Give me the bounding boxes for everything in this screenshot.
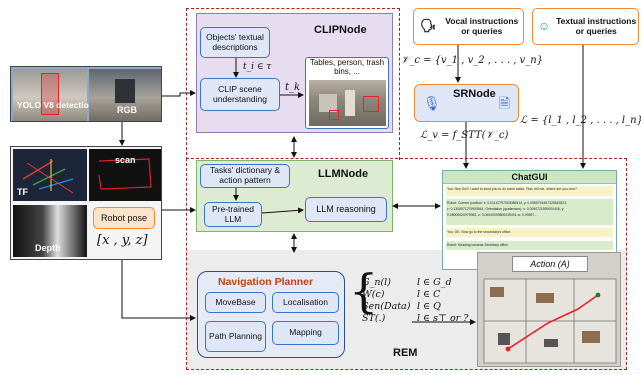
tasks-dictionary-box: Tasks' dictionary & action pattern <box>200 164 290 188</box>
chat-line: z: 0.1308571279900561, Orientation (quat… <box>447 207 565 211</box>
perception-dashed-boundary <box>186 8 400 160</box>
yolo-view: YOLO V8 detection <box>13 69 94 121</box>
vocal-instructions-text: Vocal instructions or queries <box>445 15 519 36</box>
chat-line: Robot: Heading towards Secretary office. <box>447 243 509 247</box>
case-right: l ∈ Q <box>417 301 441 312</box>
srnode-box: 🎙 SRNode 🗎 <box>414 84 519 122</box>
scan-view: scan <box>89 149 161 201</box>
depth-view: Depth <box>13 205 87 257</box>
llmnode-title: LLMNode <box>318 168 369 180</box>
llm-reasoning-box: LLM reasoning <box>305 197 387 222</box>
robot-pose-box: Robot pose <box>93 207 155 229</box>
chat-line: You: Hey Go!!! I want to send you to do … <box>447 187 577 191</box>
document-icon: 🗎 <box>498 94 510 111</box>
case-right: l ∈ G_d <box>417 277 452 288</box>
chat-message <box>446 186 613 196</box>
chat-line: 0.08000020979982, z: 0.05000099800035401… <box>447 213 537 217</box>
navigation-planner-title: Navigation Planner <box>218 276 314 288</box>
case-left: ST(.) <box>362 313 386 324</box>
case-right: l ∈ C <box>417 289 441 300</box>
case-left: G_n(l) <box>362 277 391 288</box>
chat-message <box>446 228 613 237</box>
sensor-camera-panel: YOLO V8 detection RGB <box>10 66 162 122</box>
chat-user-icon: ☺ <box>538 18 551 33</box>
yolo-label: YOLO V8 detection <box>17 100 94 110</box>
textual-instructions-box: ☺ Textual instructions or queries <box>532 8 639 45</box>
cases-brace: { <box>349 264 379 318</box>
depth-label: Depth <box>35 243 61 253</box>
case-left: Sen(Data) <box>362 301 411 312</box>
localisation-box: Localisation <box>272 292 339 313</box>
robot-pose-math: [x , y, z] <box>97 233 148 248</box>
sensor-data-panel: TF scan Depth Robot pose [x , y, z] <box>10 146 162 260</box>
tf-frames-graphic <box>22 159 74 194</box>
clip-scene-box: CLIP scene understanding <box>200 78 280 111</box>
action-map-panel: Action (A) <box>477 252 621 367</box>
ti-label: t_i ∈ τ <box>243 62 272 72</box>
chat-line: You: OK. Now go to the secondary's offic… <box>447 230 512 234</box>
action-map-graphic <box>483 278 617 364</box>
chatgui-title: ChatGUI <box>511 172 548 182</box>
chat-message <box>446 241 613 250</box>
chatgui-titlebar <box>443 171 616 184</box>
rem-label: REM <box>393 347 418 359</box>
movebase-box: MoveBase <box>205 292 266 313</box>
action-label: Action (A) <box>512 256 588 272</box>
clipnode-title: CLIPNode <box>314 24 367 36</box>
speaking-head-icon: 🗣 <box>420 18 437 34</box>
objects-descriptions-box: Objects' textual descriptions <box>200 27 270 58</box>
microphone-icon: 🎙 <box>423 94 441 111</box>
rgb-label: RGB <box>117 105 137 115</box>
scene-snapshot-image <box>309 80 386 126</box>
case-right: l ∈ s⊤ or ? <box>417 313 469 324</box>
objects-list-text: Tables, person, trash bins, ... <box>309 58 385 76</box>
vocal-instructions-box: 🗣 Vocal instructions or queries <box>413 8 524 45</box>
l-formula: ℒ = {l_1 , l_2 , . . . , l_n} <box>520 115 641 126</box>
case-left: W(c) <box>362 289 385 300</box>
scan-graphic <box>98 158 152 190</box>
rgb-view: RGB <box>89 69 161 121</box>
chat-message <box>446 199 613 225</box>
scene-snapshot-box: Tables, person, trash bins, ... <box>305 57 389 129</box>
scan-label: scan <box>115 155 136 165</box>
tf-label: TF <box>17 187 28 197</box>
textual-instructions-text: Textual instructions or queries <box>556 15 637 36</box>
srnode-label: SRNode <box>453 88 496 100</box>
mapping-box: Mapping <box>272 321 339 345</box>
pretrained-llm-box: Pre-trained LLM <box>204 202 262 227</box>
chat-line: Robot: Current position: x: 0.0114279709… <box>447 201 568 205</box>
vc-formula: 𝒱_c = {v_1 , v_2 , . . . , v_n} <box>401 55 544 66</box>
tf-view: TF <box>13 149 87 201</box>
path-planning-box: Path Planning <box>205 321 266 352</box>
lv-formula: ℒ_v = f_STT(𝒱_c) <box>420 130 509 141</box>
tk-label: t_k <box>285 82 301 93</box>
